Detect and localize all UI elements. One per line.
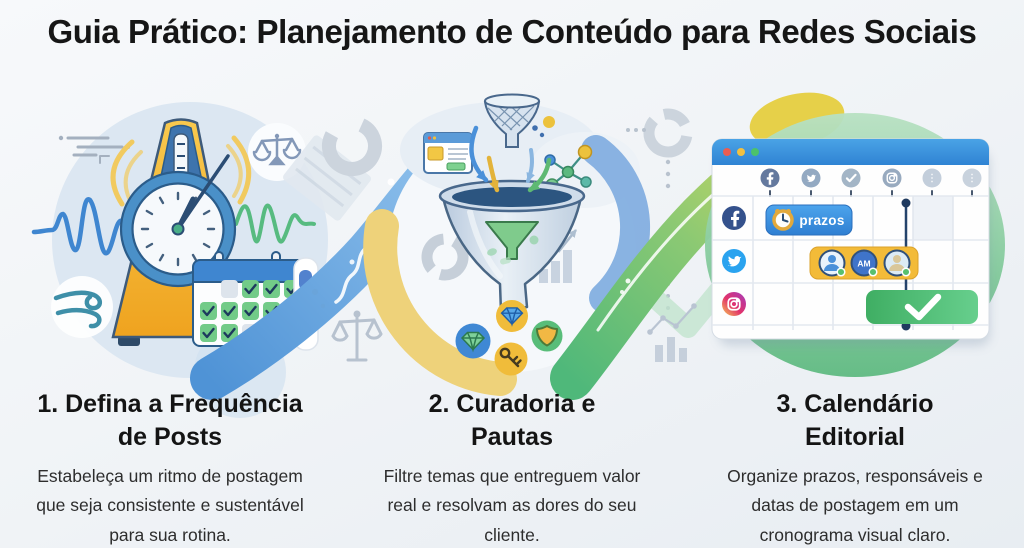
step-1-heading: 1. Defina a Frequência de Posts xyxy=(37,390,303,451)
step1-illustration xyxy=(31,102,328,418)
step2-illustration xyxy=(363,93,651,396)
row-platform-icons xyxy=(722,206,746,316)
waveform-green xyxy=(234,203,316,244)
avatar-3 xyxy=(883,249,911,277)
window-titlebar xyxy=(712,139,989,165)
funnel-arrows xyxy=(469,125,552,193)
assignee-bar: AM xyxy=(809,246,919,280)
molecule-icon xyxy=(532,116,593,192)
balance-scale-gray-icon xyxy=(331,310,383,362)
browser-card-icon xyxy=(423,132,473,174)
calendar-window: prazos AM xyxy=(711,138,990,346)
check-icon xyxy=(904,293,942,321)
avatar-1 xyxy=(818,249,846,277)
step3-illustration: prazos AM xyxy=(705,92,1005,377)
task-label: prazos xyxy=(799,213,844,228)
step-1-description: Estabeleça um ritmo de postagem que seja… xyxy=(36,466,304,545)
funnel-icon xyxy=(438,179,586,314)
task-bar-prazos: prazos xyxy=(765,204,853,236)
step-2-heading: 2. Curadoria e Pautas xyxy=(428,390,596,451)
avatar-initials: AM xyxy=(857,259,870,269)
clock-icon xyxy=(119,154,237,288)
done-bar xyxy=(866,290,978,324)
step-3-heading: 3. Calendário Editorial xyxy=(776,390,934,451)
pie-chart-shape xyxy=(322,116,382,176)
step-3: 3. Calendário Editorial Organize prazos,… xyxy=(697,388,1013,548)
yellow-ring-arc xyxy=(363,209,517,396)
step-3-description: Organize prazos, responsáveis e datas de… xyxy=(727,466,983,545)
wind-icon xyxy=(51,276,113,338)
step-2: 2. Curadoria e Pautas Filtre temas que e… xyxy=(354,388,670,548)
traffic-light-icons xyxy=(723,148,759,156)
stopwatch-icon xyxy=(772,209,794,231)
avatar-2: AM xyxy=(850,249,878,277)
donut-chart-shape xyxy=(421,233,469,281)
header-ticks xyxy=(769,190,973,197)
donut-chart-shape-2 xyxy=(643,108,693,158)
line-bar-chart-shape xyxy=(647,303,697,362)
mini-funnel-icon xyxy=(483,93,541,148)
step-1: 1. Defina a Frequência de Posts Estabele… xyxy=(12,388,328,548)
page-title: Guia Prático: Planejamento de Conteúdo p… xyxy=(47,13,977,50)
value-badges xyxy=(455,300,563,376)
instagram-icon xyxy=(722,292,746,316)
header-platform-icons xyxy=(760,168,982,188)
funnel-inner-glyph xyxy=(485,221,539,260)
keyboard-shape xyxy=(283,135,371,221)
step-2-description: Filtre temas que entreguem valor real e … xyxy=(383,466,641,545)
